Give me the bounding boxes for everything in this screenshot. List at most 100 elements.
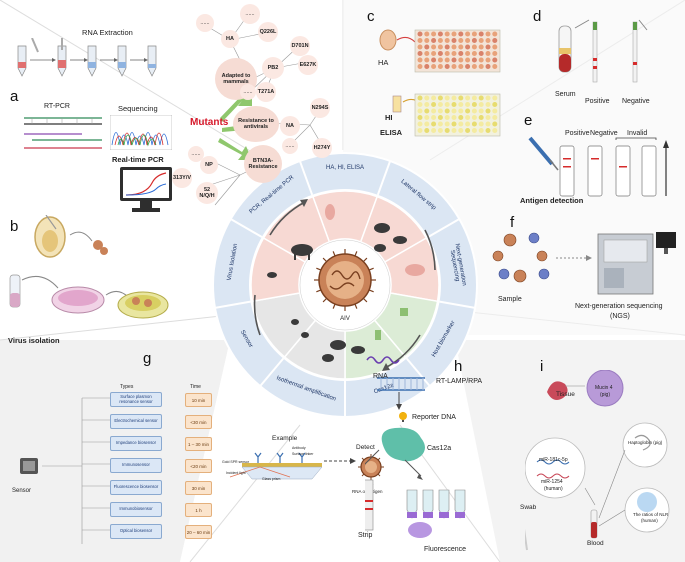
- na-bubble: NA: [280, 116, 300, 136]
- monitor-icon: [120, 167, 172, 212]
- nlr-label: The ratios of NLR: [633, 512, 669, 517]
- e-invalid-label: Invalid: [627, 130, 648, 137]
- mucin-host-label: (pig): [600, 392, 611, 398]
- adapted-mammals-bubble: Adapted to mammals: [215, 58, 257, 100]
- inner-sector: [373, 292, 439, 359]
- sensor-type-0: Surface plasmon resonance sensor: [110, 392, 162, 407]
- pb2-bubble: PB2: [262, 57, 284, 79]
- serum-label: Serum: [555, 91, 576, 98]
- mir1254-label: miR-1254: [541, 479, 563, 485]
- panel-e-letter: e: [524, 112, 533, 129]
- aiv-detect-virus-icon: [358, 454, 384, 480]
- h274y-bubble: H274Y: [312, 138, 332, 158]
- aiv-virus-icon: [314, 249, 376, 311]
- sensor-time-3: <20 min: [185, 459, 212, 473]
- sensor-type-2: Impedance biosensor: [110, 436, 162, 451]
- tissue-label: Tissue: [556, 391, 575, 398]
- rna-extraction-tubes-icon: [17, 38, 157, 77]
- n294s-bubble: N294S: [310, 98, 330, 118]
- c-elisa-label: ELISA: [380, 128, 403, 137]
- sequencing-chromatogram-icon: [110, 115, 172, 150]
- panel-c-letter: c: [367, 8, 375, 25]
- swab-label: Swab: [520, 504, 537, 511]
- h-rna-label: RNA: [373, 373, 388, 380]
- reporter-dna-label: Reporter DNA: [412, 414, 456, 421]
- incident-light-label: Incident light: [226, 471, 246, 475]
- d701n-bubble: D701N: [290, 36, 310, 56]
- cas12a-workflow-diagram: [365, 356, 466, 538]
- sensor-type-4: Fluorescence biosensor: [110, 480, 162, 495]
- blood-label: Blood: [587, 540, 604, 547]
- e-positive-label: Positive: [565, 130, 590, 137]
- ngs-illustration: [492, 232, 676, 295]
- sensor-time-6: 20 – 60 min: [185, 525, 212, 539]
- nlr-host-label: (human): [641, 518, 658, 523]
- antigen-detection-label: Antigen detection: [520, 196, 584, 205]
- mucin-label: Mucin 4: [595, 385, 613, 391]
- e-negative-label: Negative: [590, 130, 618, 137]
- e627k-bubble: E627K: [298, 55, 318, 75]
- d-positive-label: Positive: [585, 98, 610, 105]
- haptoglobin-label: Haptoglobin (pig): [628, 440, 663, 445]
- aiv-label: AIV: [340, 316, 350, 322]
- example-label: Example: [272, 435, 298, 442]
- fluorescence-label: Fluorescence: [424, 546, 467, 553]
- f-sample-label: Sample: [498, 296, 522, 303]
- resistance-antivirals-bubble: Resistance to antivirals: [233, 106, 279, 142]
- inner-sector: [283, 319, 346, 380]
- inner-sector: [251, 292, 317, 359]
- ngs-label: Next-generation sequencing: [575, 303, 663, 310]
- rt-pcr-label: RT-PCR: [44, 103, 70, 110]
- t271a-bubble: T271A: [256, 82, 276, 102]
- dots-bubble-1: ......: [240, 4, 260, 24]
- sensor-tree-lines: [20, 397, 110, 544]
- dots-bubble-5: ......: [188, 146, 204, 162]
- inner-sector: [311, 190, 379, 243]
- surface-linker-label: Surface linker: [292, 452, 314, 456]
- ha-bubble: HA: [221, 30, 239, 48]
- time-header: Time: [190, 384, 201, 390]
- sensor-type-5: Immunobiosensor: [110, 502, 162, 517]
- sensor-type-6: Optical biosensor: [110, 524, 162, 539]
- gold-spr-label: Gold SPR sensor: [222, 460, 250, 464]
- mir181-label: miR-181c-5p: [539, 457, 568, 463]
- spr-sensor-diagram: [229, 452, 356, 480]
- center-wheel: AIV: [212, 152, 478, 418]
- sensor-type-3: Immunosensor: [110, 458, 162, 473]
- sensor-time-4: 30 min: [185, 481, 212, 495]
- g-sensor-label: Sensor: [12, 488, 32, 494]
- c-ha-label: HA: [378, 58, 389, 67]
- sensor-time-5: 1 h: [185, 503, 212, 517]
- sensor-type-1: Electrochemical sensor: [110, 414, 162, 429]
- panel-f-letter: f: [510, 214, 515, 231]
- panel-h-letter: h: [454, 358, 463, 375]
- real-time-pcr-label: Real-time PCR: [112, 155, 164, 164]
- sensor-time-0: 10 min: [185, 393, 212, 407]
- virus-isolation-label: Virus isolation: [8, 336, 60, 345]
- sequencing-label: Sequencing: [118, 104, 158, 113]
- panel-b-letter: b: [10, 218, 19, 235]
- strip-label: Strip: [358, 532, 373, 539]
- d-negative-label: Negative: [622, 98, 650, 105]
- cas12a-label: Cas12a: [427, 445, 452, 452]
- dots-bubble-4: ......: [282, 138, 298, 154]
- host-biomarker-illustration: [525, 370, 670, 551]
- np-bubble: NP: [200, 156, 218, 174]
- panel-i-letter: i: [540, 358, 544, 375]
- virus-isolation-illustration: [9, 215, 169, 319]
- detect-label: Detect: [356, 444, 375, 451]
- antibody-label: Antibody: [292, 446, 306, 450]
- panel-d-letter: d: [533, 8, 542, 25]
- rt-pcr-strands-icon: [24, 117, 102, 149]
- y313v-bubble: 313Y/V: [172, 168, 192, 188]
- rt-lamp-label: RT-LAMP/RPA: [436, 378, 483, 385]
- rna-extraction-label: RNA Extraction: [82, 28, 133, 37]
- dots-bubble-2: ......: [196, 14, 214, 32]
- dots-bubble-3: ......: [240, 84, 256, 100]
- serum-test-icon: [558, 19, 648, 83]
- sensor-time-2: 1 – 30 min: [185, 437, 212, 451]
- inner-sector: [262, 195, 331, 264]
- ngs-abbr-label: (NGS): [610, 313, 630, 320]
- mutants-label: Mutants: [190, 117, 229, 128]
- elisa-plates-icon: [379, 29, 501, 137]
